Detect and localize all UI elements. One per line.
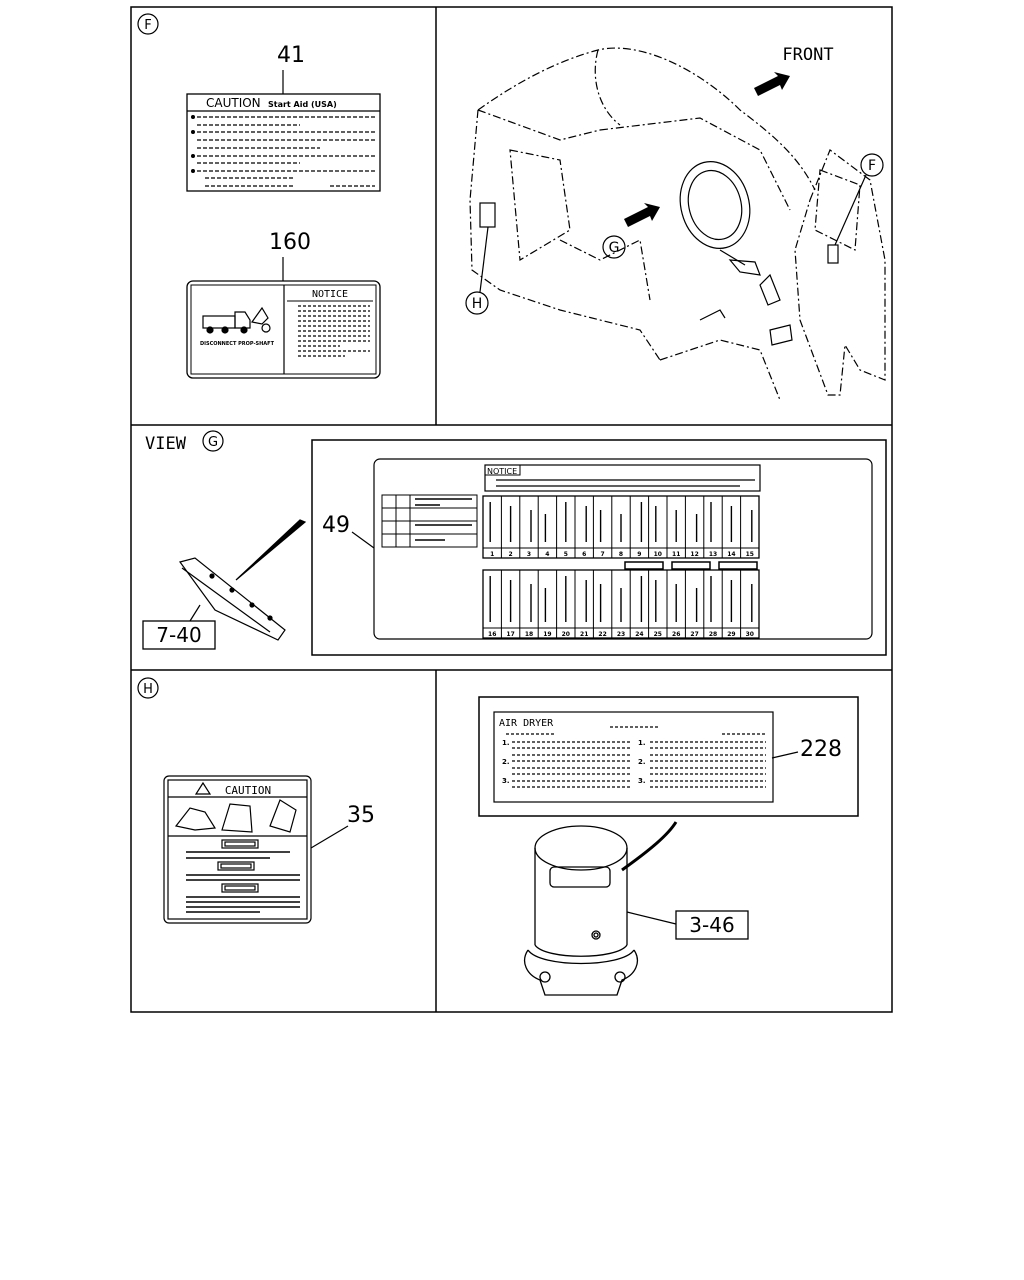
warning-triangle-icon: [194, 781, 212, 795]
label41-heading: CAUTION: [206, 96, 261, 110]
fuse-number: 16: [488, 631, 496, 638]
notice-label-160: NOTICE DISCONNECT PROP-SHAFT: [186, 280, 381, 379]
fuse-number: 15: [746, 551, 754, 558]
label160-heading: NOTICE: [312, 289, 348, 300]
part-ref-3-46-box: [675, 910, 749, 940]
front-label: FRONT: [782, 45, 833, 65]
callout-49: 49: [322, 513, 350, 538]
part-ref-3-46: 3-46: [689, 913, 734, 937]
fuse-notice-title: NOTICE: [487, 467, 517, 476]
air-left-item-1: 1.: [502, 739, 510, 747]
fuse-number: 30: [746, 631, 754, 638]
fuse-number: 29: [727, 631, 735, 638]
fuse-number: 2: [509, 551, 513, 558]
panel-f: F 41 CAUTION Start Aid (USA): [137, 13, 381, 379]
fuse-number: 27: [690, 631, 698, 638]
fuse-row-frame: [482, 569, 760, 639]
caution-label-35: [163, 775, 312, 924]
callout-35: 35: [347, 803, 375, 828]
air-left-item-2: 2.: [502, 758, 510, 766]
cab-marker-f: F: [868, 158, 876, 174]
air-right-item-2: 2.: [638, 758, 646, 766]
fuse-number: 6: [582, 551, 586, 558]
tow-truck-icon: [202, 306, 271, 334]
part-ref-7-40-box: [142, 620, 216, 650]
view-marker: G: [208, 435, 218, 450]
fuse-number: 17: [506, 631, 514, 638]
fuse-number: 11: [672, 551, 680, 558]
marker-h-letter: H: [143, 682, 153, 697]
fuse-number: 9: [637, 551, 641, 558]
part-ref-7-40: 7-40: [156, 623, 201, 647]
label35-heading: CAUTION: [225, 784, 271, 797]
fuse-cover-part: [178, 519, 307, 641]
view-label: VIEW: [145, 434, 187, 454]
fuse-number: 18: [525, 631, 533, 638]
fuse-number: 4: [545, 551, 549, 558]
fuse-number: 7: [601, 551, 605, 558]
cab-marker-g: G: [609, 240, 620, 256]
label41-subheading: Start Aid (USA): [268, 100, 337, 109]
panel-h: H 35 CAUTION: [137, 677, 375, 924]
view-g-arrow-icon: [624, 203, 660, 227]
fuse-number: 3: [527, 551, 531, 558]
callout-228: 228: [800, 737, 842, 762]
marker-f-circle: [137, 13, 159, 35]
callout-41: 41: [277, 43, 305, 68]
fuse-number: 20: [562, 631, 570, 638]
front-arrow-icon: [754, 72, 790, 96]
fuse-number: 24: [635, 631, 643, 638]
fuse-number: 23: [617, 631, 625, 638]
callout-160: 160: [269, 230, 311, 255]
fuse-number: 12: [690, 551, 698, 558]
fuse-number: 13: [709, 551, 717, 558]
outer-frame: [130, 6, 893, 1013]
fuse-number: 21: [580, 631, 588, 638]
fuse-number: 28: [709, 631, 717, 638]
air-right-item-3: 3.: [638, 777, 646, 785]
fuse-number: 22: [598, 631, 606, 638]
fuse-number: 19: [543, 631, 551, 638]
fuse-label-frame: [311, 439, 887, 656]
cab-view: FRONT F G H: [465, 45, 886, 401]
fuse-number: 10: [654, 551, 662, 558]
cab-marker-f-circle: [860, 153, 884, 177]
air-dryer-cylinder: [524, 821, 678, 996]
fuse-number: 26: [672, 631, 680, 638]
fuse-row-frame: [482, 495, 760, 559]
cab-marker-h: H: [472, 296, 483, 312]
fuse-number: 8: [619, 551, 623, 558]
air-dryer-title: AIR DRYER: [499, 718, 554, 729]
fuse-number: 25: [654, 631, 662, 638]
air-right-item-1: 1.: [638, 739, 646, 747]
panel-air-dryer: AIR DRYER 1. 2. 3. 1. 2. 3. 228: [478, 696, 859, 996]
panel-g: VIEW G 7-40 49 NOTICE: [142, 430, 887, 656]
fuse-number: 5: [564, 551, 568, 558]
caution-label-41: CAUTION Start Aid (USA): [186, 93, 381, 192]
label160-caption: DISCONNECT PROP-SHAFT: [200, 341, 275, 347]
fuse-side-table: [381, 494, 478, 548]
fuse-number: 14: [727, 551, 735, 558]
fuse-number: 1: [490, 551, 494, 558]
air-left-item-3: 3.: [502, 777, 510, 785]
marker-f-letter: F: [144, 18, 151, 33]
cab-marker-h-circle: [465, 291, 489, 315]
cab-marker-g-circle: [602, 235, 626, 259]
